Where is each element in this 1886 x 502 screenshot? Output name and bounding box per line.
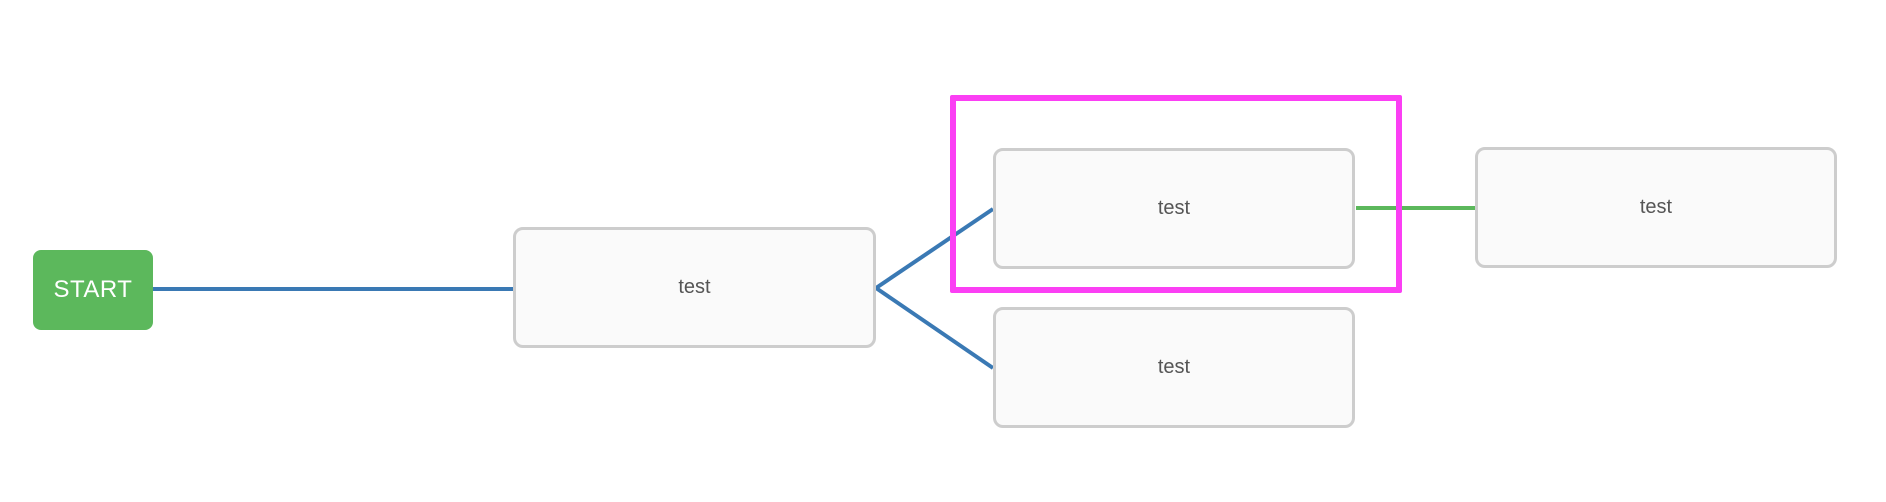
start-node-label: START <box>53 276 133 303</box>
flow-node-1[interactable]: test <box>513 227 876 348</box>
start-node[interactable]: START <box>33 250 153 330</box>
flow-node-3-label: test <box>1157 356 1191 378</box>
flow-node-1-label: test <box>678 276 711 298</box>
connector-node-1-to-node-2[interactable] <box>874 207 995 290</box>
flow-node-2-selected[interactable]: test <box>993 148 1355 269</box>
connector-node-1-to-node-3[interactable] <box>874 286 995 370</box>
flow-node-3[interactable]: test <box>993 307 1355 428</box>
flow-node-4-label: test <box>1639 196 1673 218</box>
flow-node-2-label: test <box>1157 197 1191 219</box>
flow-node-4[interactable]: test <box>1475 147 1837 268</box>
